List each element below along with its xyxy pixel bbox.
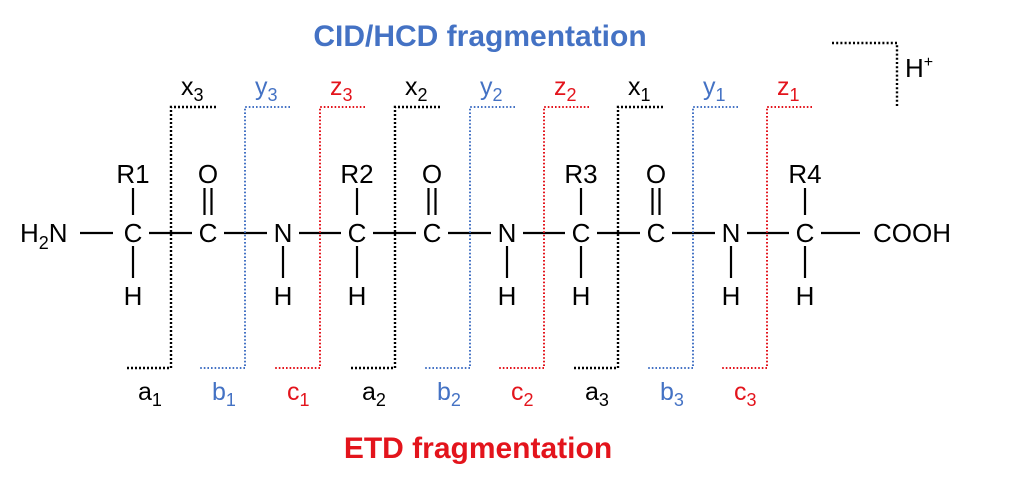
- hydrogen-atom: H: [124, 281, 143, 311]
- n-terminal-ion-label: a1: [138, 378, 162, 410]
- backbone-bonds: [80, 188, 860, 278]
- c-terminal-ion-label: z1: [777, 73, 800, 105]
- cleavage-site-y1-b3: y1 b3: [648, 73, 738, 410]
- cleavage-sites: x3 a1 y3 b1 z3 c1 x2 a2 y2 b2 z2 c2 x1 a3 y1 b3 z1 c3: [126, 73, 812, 410]
- hydrogen-atom: H: [572, 281, 591, 311]
- cleavage-site-x1-a3: x1 a3: [573, 73, 663, 410]
- cleavage-bracket: [200, 106, 290, 369]
- side-chain-label: R4: [788, 159, 821, 189]
- side-chain-label: R1: [116, 159, 149, 189]
- hydrogen-atom: H: [348, 281, 367, 311]
- etd-title: ETD fragmentation: [344, 432, 612, 465]
- carbonyl-oxygen: O: [646, 159, 666, 189]
- hydrogen-atom: H: [498, 281, 517, 311]
- carbon-atom: C: [572, 218, 591, 248]
- side-chain-label: R3: [564, 159, 597, 189]
- hydrogen-atom: H: [274, 281, 293, 311]
- cid-hcd-title: CID/HCD fragmentation: [313, 20, 646, 53]
- charge-bracket-line: [832, 41, 899, 108]
- c-terminus: COOH: [873, 218, 951, 248]
- cleavage-bracket: [350, 105, 440, 370]
- carbonyl-oxygen: O: [422, 159, 442, 189]
- c-terminal-ion-label: y1: [703, 73, 726, 105]
- cleavage-bracket: [126, 105, 216, 370]
- carbon-atom: C: [796, 218, 815, 248]
- c-terminal-ion-label: z2: [554, 73, 577, 105]
- n-terminal-ion-label: a3: [585, 378, 609, 410]
- carbon-atom: C: [647, 218, 666, 248]
- side-chain-label: R2: [340, 159, 373, 189]
- cleavage-site-x3-a1: x3 a1: [126, 73, 216, 410]
- cleavage-site-z1-c3: z1 c3: [722, 73, 812, 410]
- charge-bracket: H+: [832, 41, 933, 108]
- carbonyl-oxygen: O: [198, 159, 218, 189]
- nitrogen-atom: N: [274, 218, 293, 248]
- carbon-atom: C: [348, 218, 367, 248]
- cleavage-bracket: [573, 105, 663, 370]
- cleavage-site-z2-c2: z2 c2: [499, 73, 589, 410]
- cleavage-site-y3-b1: y3 b1: [200, 73, 290, 410]
- cleavage-bracket: [275, 106, 365, 369]
- c-terminal-ion-label: z3: [330, 73, 353, 105]
- c-terminal-ion-label: x3: [181, 73, 204, 105]
- carbon-atom: C: [423, 218, 442, 248]
- c-terminal-ion-label: y3: [255, 73, 278, 105]
- carbon-atom: C: [124, 218, 143, 248]
- c-terminal-ion-label: y2: [480, 73, 503, 105]
- n-terminal-ion-label: b3: [660, 378, 684, 410]
- n-terminal-ion-label: b2: [437, 378, 461, 410]
- cleavage-bracket: [499, 106, 589, 369]
- cleavage-site-z3-c1: z3 c1: [275, 73, 365, 410]
- cleavage-bracket: [425, 106, 515, 369]
- cleavage-site-x2-a2: x2 a2: [350, 73, 440, 410]
- n-terminal-ion-label: c3: [734, 378, 757, 410]
- n-terminal-ion-label: a2: [362, 378, 386, 410]
- n-terminal-ion-label: c2: [511, 378, 534, 410]
- carbon-atom: C: [199, 218, 218, 248]
- hydrogen-atom: H: [722, 281, 741, 311]
- hydrogen-atom: H: [796, 281, 815, 311]
- cleavage-bracket: [722, 106, 812, 369]
- n-terminal-ion-label: c1: [287, 378, 310, 410]
- n-terminus: H2N: [20, 218, 68, 253]
- nitrogen-atom: N: [498, 218, 517, 248]
- n-terminal-ion-label: b1: [212, 378, 236, 410]
- c-terminal-ion-label: x2: [405, 73, 428, 105]
- cleavage-bracket: [648, 106, 738, 369]
- cleavage-site-y2-b2: y2 b2: [425, 73, 515, 410]
- nitrogen-atom: N: [722, 218, 741, 248]
- proton-label: H+: [905, 53, 933, 83]
- c-terminal-ion-label: x1: [628, 73, 651, 105]
